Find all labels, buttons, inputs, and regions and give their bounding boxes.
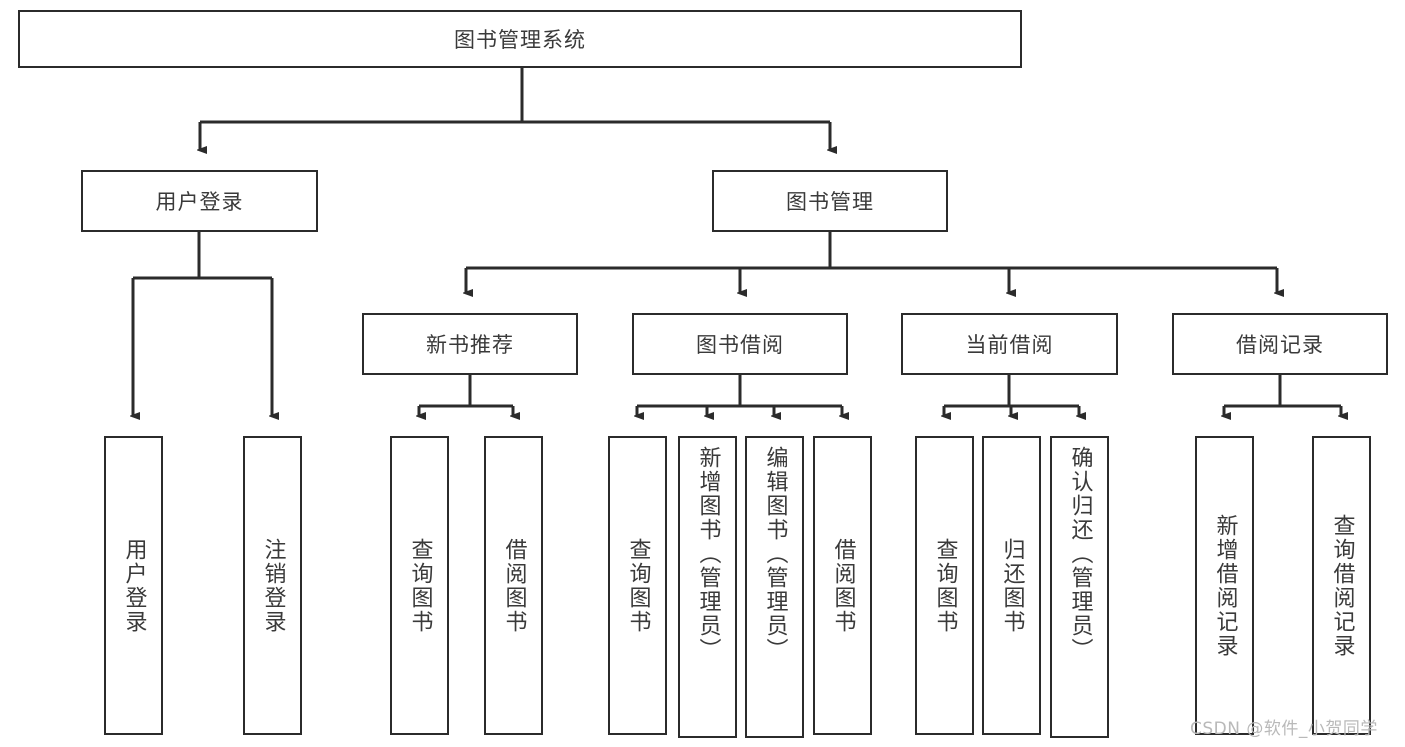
node-root-label: 图书管理系统: [454, 28, 586, 52]
node-user-login[interactable]: 用户登录: [81, 170, 318, 232]
node-leaf-query-book-3[interactable]: 查询图书: [915, 436, 974, 735]
node-borrow-record-label: 借阅记录: [1236, 333, 1324, 357]
node-root[interactable]: 图书管理系统: [18, 10, 1022, 68]
node-user-login-label: 用户登录: [155, 190, 244, 214]
node-leaf-add-record-label: 新增借阅记录: [1212, 513, 1238, 658]
node-leaf-borrow-book-1-label: 借阅图书: [501, 537, 527, 634]
node-new-book-recommend-label: 新书推荐: [426, 333, 514, 357]
node-book-management[interactable]: 图书管理: [712, 170, 948, 232]
node-leaf-query-book-2[interactable]: 查询图书: [608, 436, 667, 735]
node-leaf-return-book-label: 归还图书: [999, 537, 1025, 634]
node-leaf-user-login-label: 用户登录: [121, 537, 147, 634]
node-leaf-logout[interactable]: 注销登录: [243, 436, 302, 735]
node-leaf-query-book-3-label: 查询图书: [932, 537, 958, 634]
node-leaf-confirm-return[interactable]: 确认归还（管理员）: [1050, 436, 1109, 738]
node-leaf-logout-label: 注销登录: [260, 537, 286, 634]
node-leaf-query-record-label: 查询借阅记录: [1329, 513, 1355, 658]
node-leaf-add-record[interactable]: 新增借阅记录: [1195, 436, 1254, 735]
node-book-borrow-label: 图书借阅: [696, 333, 784, 357]
node-borrow-record[interactable]: 借阅记录: [1172, 313, 1388, 375]
node-book-management-label: 图书管理: [786, 190, 874, 214]
node-current-borrow[interactable]: 当前借阅: [901, 313, 1118, 375]
node-leaf-query-record[interactable]: 查询借阅记录: [1312, 436, 1371, 735]
node-leaf-confirm-return-label: 确认归还（管理员）: [1067, 446, 1093, 662]
node-leaf-add-book[interactable]: 新增图书（管理员）: [678, 436, 737, 738]
node-leaf-user-login[interactable]: 用户登录: [104, 436, 163, 735]
node-leaf-add-book-label: 新增图书（管理员）: [695, 446, 721, 662]
node-leaf-edit-book-label: 编辑图书（管理员）: [762, 446, 788, 662]
node-leaf-borrow-book-2[interactable]: 借阅图书: [813, 436, 872, 735]
node-leaf-query-book-1[interactable]: 查询图书: [390, 436, 449, 735]
node-book-borrow[interactable]: 图书借阅: [632, 313, 848, 375]
node-leaf-return-book[interactable]: 归还图书: [982, 436, 1041, 735]
node-leaf-query-book-2-label: 查询图书: [625, 537, 651, 634]
node-current-borrow-label: 当前借阅: [965, 333, 1054, 357]
node-leaf-query-book-1-label: 查询图书: [407, 537, 433, 634]
node-leaf-borrow-book-2-label: 借阅图书: [830, 537, 856, 634]
node-leaf-edit-book[interactable]: 编辑图书（管理员）: [745, 436, 804, 738]
node-leaf-borrow-book-1[interactable]: 借阅图书: [484, 436, 543, 735]
node-new-book-recommend[interactable]: 新书推荐: [362, 313, 578, 375]
